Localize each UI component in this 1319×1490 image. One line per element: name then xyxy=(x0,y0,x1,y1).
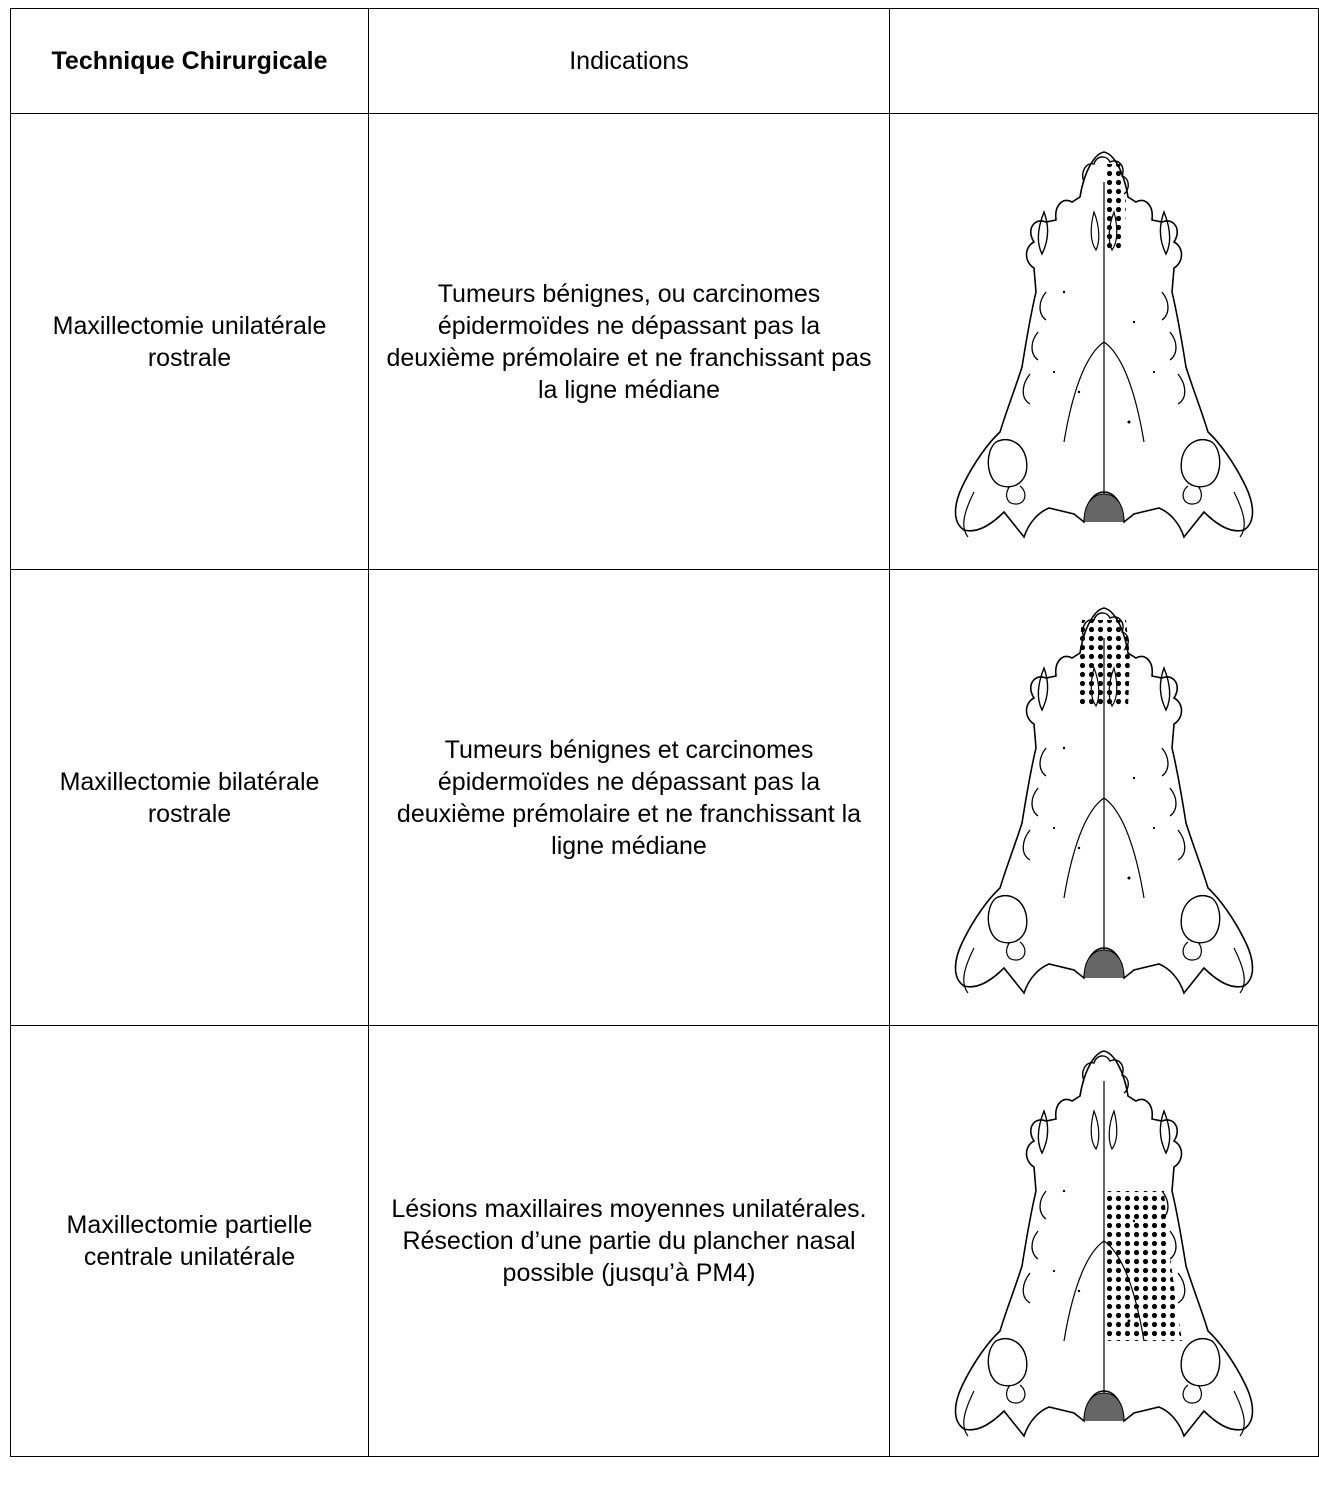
resection-area xyxy=(1078,619,1130,708)
technique-cell: Maxillectomie unilatérale rostrale xyxy=(10,113,369,570)
skull-diagram-central-unilateral xyxy=(954,1050,1254,1437)
illustration-cell xyxy=(889,113,1319,570)
header-indications-label: Indications xyxy=(569,47,689,75)
header-indications: Indications xyxy=(368,8,890,114)
header-technique: Technique Chirurgicale xyxy=(10,8,369,114)
skull-diagram-rostral-bilateral xyxy=(954,606,1254,994)
resection-area xyxy=(1106,163,1126,252)
skull-diagram-rostral-unilateral xyxy=(954,150,1254,538)
technique-cell: Maxillectomie partielle centrale unilaté… xyxy=(10,1025,369,1457)
indications-text: Tumeurs bénignes, ou carcinomes épidermo… xyxy=(386,279,872,404)
technique-table: Technique Chirurgicale Indications Maxil… xyxy=(10,8,1319,1457)
indications-text: Lésions maxillaires moyennes unilatérale… xyxy=(391,1195,867,1287)
table-row: Maxillectomie unilatérale rostrale Tumeu… xyxy=(10,113,1319,570)
table-row: Maxillectomie bilatérale rostrale Tumeur… xyxy=(10,569,1319,1026)
indications-text: Tumeurs bénignes et carcinomes épidermoï… xyxy=(396,735,862,860)
indications-cell: Tumeurs bénignes, ou carcinomes épidermo… xyxy=(368,113,890,570)
table-row: Maxillectomie partielle centrale unilaté… xyxy=(10,1025,1319,1457)
indications-cell: Lésions maxillaires moyennes unilatérale… xyxy=(368,1025,890,1457)
header-technique-label: Technique Chirurgicale xyxy=(51,47,328,75)
illustration-cell xyxy=(889,1025,1319,1457)
illustration-cell xyxy=(889,569,1319,1026)
technique-label: Maxillectomie partielle centrale unilaté… xyxy=(66,1211,313,1271)
header-illustration xyxy=(889,8,1319,114)
indications-cell: Tumeurs bénignes et carcinomes épidermoï… xyxy=(368,569,890,1026)
technique-cell: Maxillectomie bilatérale rostrale xyxy=(10,569,369,1026)
resection-area xyxy=(1106,1191,1182,1341)
technique-label: Maxillectomie bilatérale rostrale xyxy=(59,767,320,828)
technique-label: Maxillectomie unilatérale rostrale xyxy=(52,311,327,372)
table-header-row: Technique Chirurgicale Indications xyxy=(10,8,1319,114)
